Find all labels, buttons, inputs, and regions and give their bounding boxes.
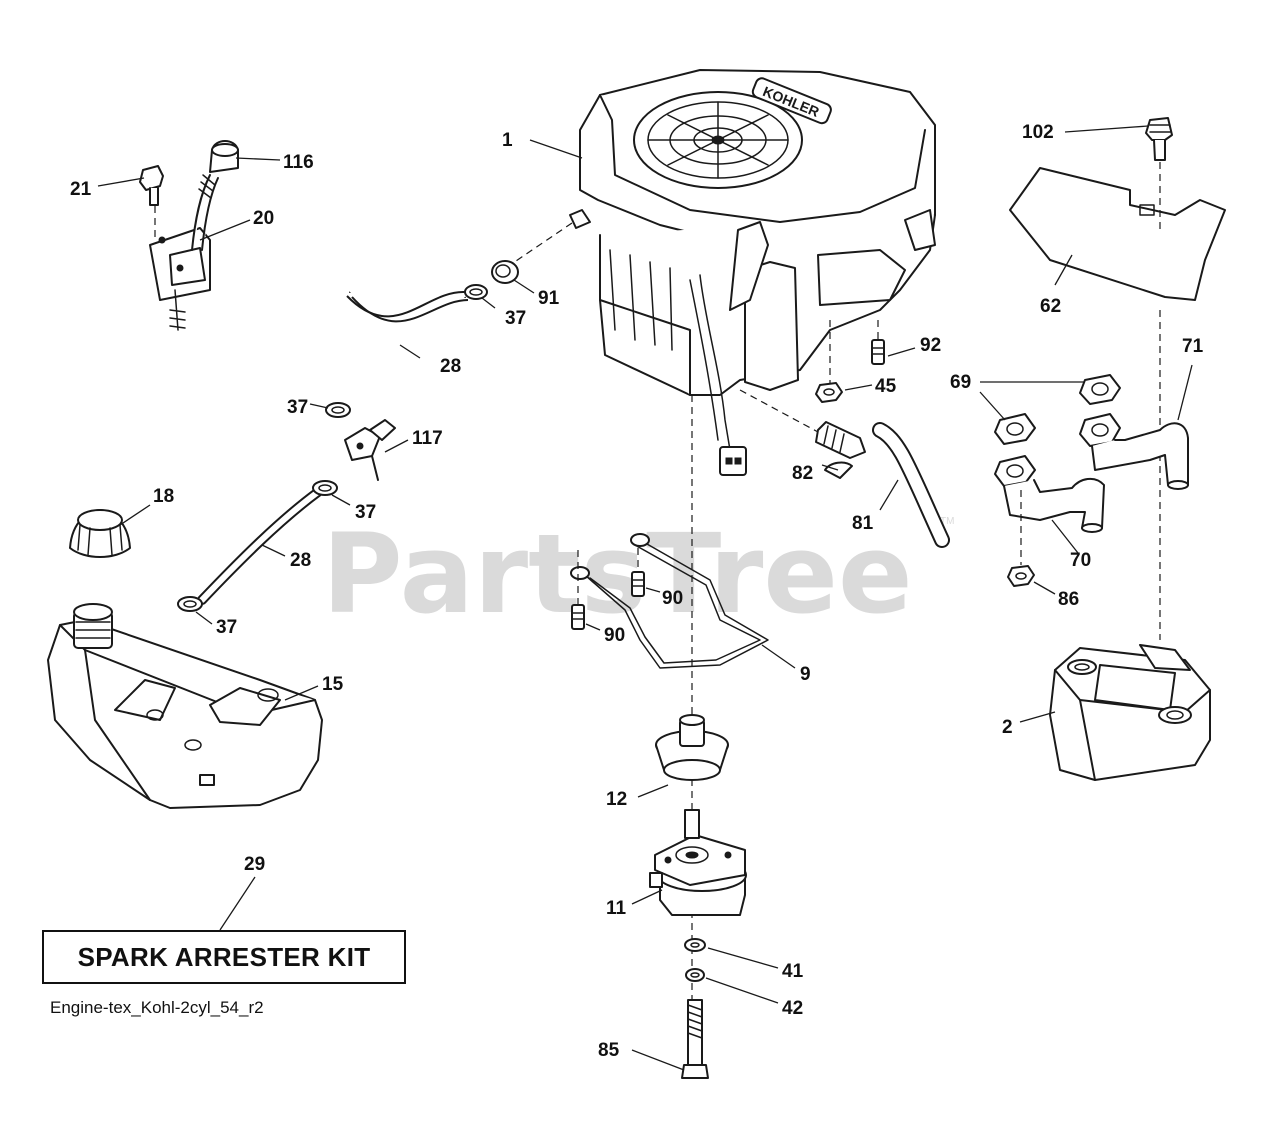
callout-28-upper[interactable]: 28 bbox=[440, 356, 461, 377]
spark-arrester-kit-box[interactable]: SPARK ARRESTER KIT bbox=[42, 930, 406, 984]
callout-91[interactable]: 91 bbox=[538, 288, 560, 309]
callout-21[interactable]: 21 bbox=[70, 179, 92, 200]
callout-102[interactable]: 102 bbox=[1022, 122, 1054, 143]
exhaust-pipe-part-70[interactable] bbox=[994, 455, 1105, 533]
callout-37-c[interactable]: 37 bbox=[355, 502, 376, 523]
callout-81[interactable]: 81 bbox=[852, 513, 874, 534]
bolt-part-92[interactable] bbox=[871, 339, 885, 365]
watermark-tm: TM bbox=[940, 516, 954, 527]
washer-part-42[interactable] bbox=[685, 968, 705, 982]
fuel-filter-part-82[interactable] bbox=[815, 421, 866, 479]
callout-92[interactable]: 92 bbox=[920, 335, 941, 356]
washer-part-41[interactable] bbox=[684, 938, 706, 952]
callout-69[interactable]: 69 bbox=[950, 372, 971, 393]
bracket-part-9[interactable] bbox=[570, 533, 769, 669]
callout-90-b[interactable]: 90 bbox=[604, 625, 625, 646]
callout-41[interactable]: 41 bbox=[782, 961, 804, 982]
hose-clamp-part-37-c[interactable] bbox=[312, 480, 338, 496]
fuel-line-part-81[interactable] bbox=[872, 422, 950, 548]
callout-90-a[interactable]: 90 bbox=[662, 588, 683, 609]
callout-71[interactable]: 71 bbox=[1182, 336, 1204, 357]
callout-37-d[interactable]: 37 bbox=[216, 617, 237, 638]
pulley-part-12[interactable] bbox=[655, 714, 729, 781]
throttle-control-part-20[interactable] bbox=[149, 174, 219, 331]
fuel-shutoff-valve-part-117[interactable] bbox=[344, 419, 396, 481]
callout-11[interactable]: 11 bbox=[606, 898, 627, 919]
exhaust-pipe-part-71[interactable] bbox=[1079, 413, 1189, 490]
hose-clamp-part-37-a[interactable] bbox=[464, 284, 488, 300]
muffler-part-2[interactable] bbox=[1049, 644, 1211, 781]
callout-29[interactable]: 29 bbox=[244, 854, 265, 875]
fuel-line-part-28-upper-core bbox=[346, 250, 469, 323]
callout-116[interactable]: 116 bbox=[283, 152, 314, 173]
spark-arrester-kit-label: SPARK ARRESTER KIT bbox=[77, 941, 371, 972]
engine-part-1[interactable]: KOHLER bbox=[569, 69, 936, 476]
callout-28-lower[interactable]: 28 bbox=[290, 550, 311, 571]
callout-37-b[interactable]: 37 bbox=[287, 397, 308, 418]
callout-70[interactable]: 70 bbox=[1070, 550, 1091, 571]
bolt-part-90-a[interactable] bbox=[631, 571, 645, 597]
fuel-cap-part-18[interactable] bbox=[69, 509, 131, 558]
nut-part-86[interactable] bbox=[1007, 565, 1035, 587]
callout-1[interactable]: 1 bbox=[502, 130, 513, 151]
callout-12[interactable]: 12 bbox=[606, 789, 627, 810]
callout-85[interactable]: 85 bbox=[598, 1040, 620, 1061]
callout-2[interactable]: 2 bbox=[1002, 717, 1013, 738]
callout-86[interactable]: 86 bbox=[1058, 589, 1079, 610]
watermark: PartsTree bbox=[322, 510, 913, 638]
throttle-knob-part-116[interactable] bbox=[209, 140, 239, 173]
fuel-tank-part-15[interactable] bbox=[47, 603, 323, 809]
callout-82[interactable]: 82 bbox=[792, 463, 813, 484]
callout-18[interactable]: 18 bbox=[153, 486, 174, 507]
callout-117[interactable]: 117 bbox=[412, 428, 443, 449]
exhaust-gasket-part-69-b[interactable] bbox=[994, 413, 1036, 445]
bolt-part-90-b[interactable] bbox=[571, 604, 585, 630]
hose-clamp-part-37-d[interactable] bbox=[177, 596, 203, 612]
callout-15[interactable]: 15 bbox=[322, 674, 344, 695]
diagram-code: Engine-tex_Kohl-2cyl_54_r2 bbox=[50, 998, 264, 1017]
callout-62[interactable]: 62 bbox=[1040, 296, 1061, 317]
exhaust-gasket-part-69-a[interactable] bbox=[1079, 374, 1121, 405]
callout-20[interactable]: 20 bbox=[253, 208, 274, 229]
engine-fan-grille bbox=[647, 101, 789, 179]
electric-clutch-part-11[interactable] bbox=[649, 809, 747, 916]
knob-fastener-part-102[interactable] bbox=[1145, 117, 1173, 161]
bolt-part-21[interactable] bbox=[139, 165, 164, 206]
callout-37-a[interactable]: 37 bbox=[505, 308, 526, 329]
heat-shield-part-62[interactable] bbox=[1009, 167, 1226, 301]
callout-9[interactable]: 9 bbox=[800, 664, 811, 685]
fuel-fitting-part-91[interactable] bbox=[491, 260, 519, 284]
callout-45[interactable]: 45 bbox=[875, 376, 897, 397]
fuel-line-part-28-lower[interactable] bbox=[197, 487, 323, 605]
nut-part-45[interactable] bbox=[815, 382, 843, 403]
hose-clamp-part-37-b[interactable] bbox=[325, 402, 351, 418]
bolt-part-85[interactable] bbox=[681, 999, 709, 1079]
callout-42[interactable]: 42 bbox=[782, 998, 803, 1019]
